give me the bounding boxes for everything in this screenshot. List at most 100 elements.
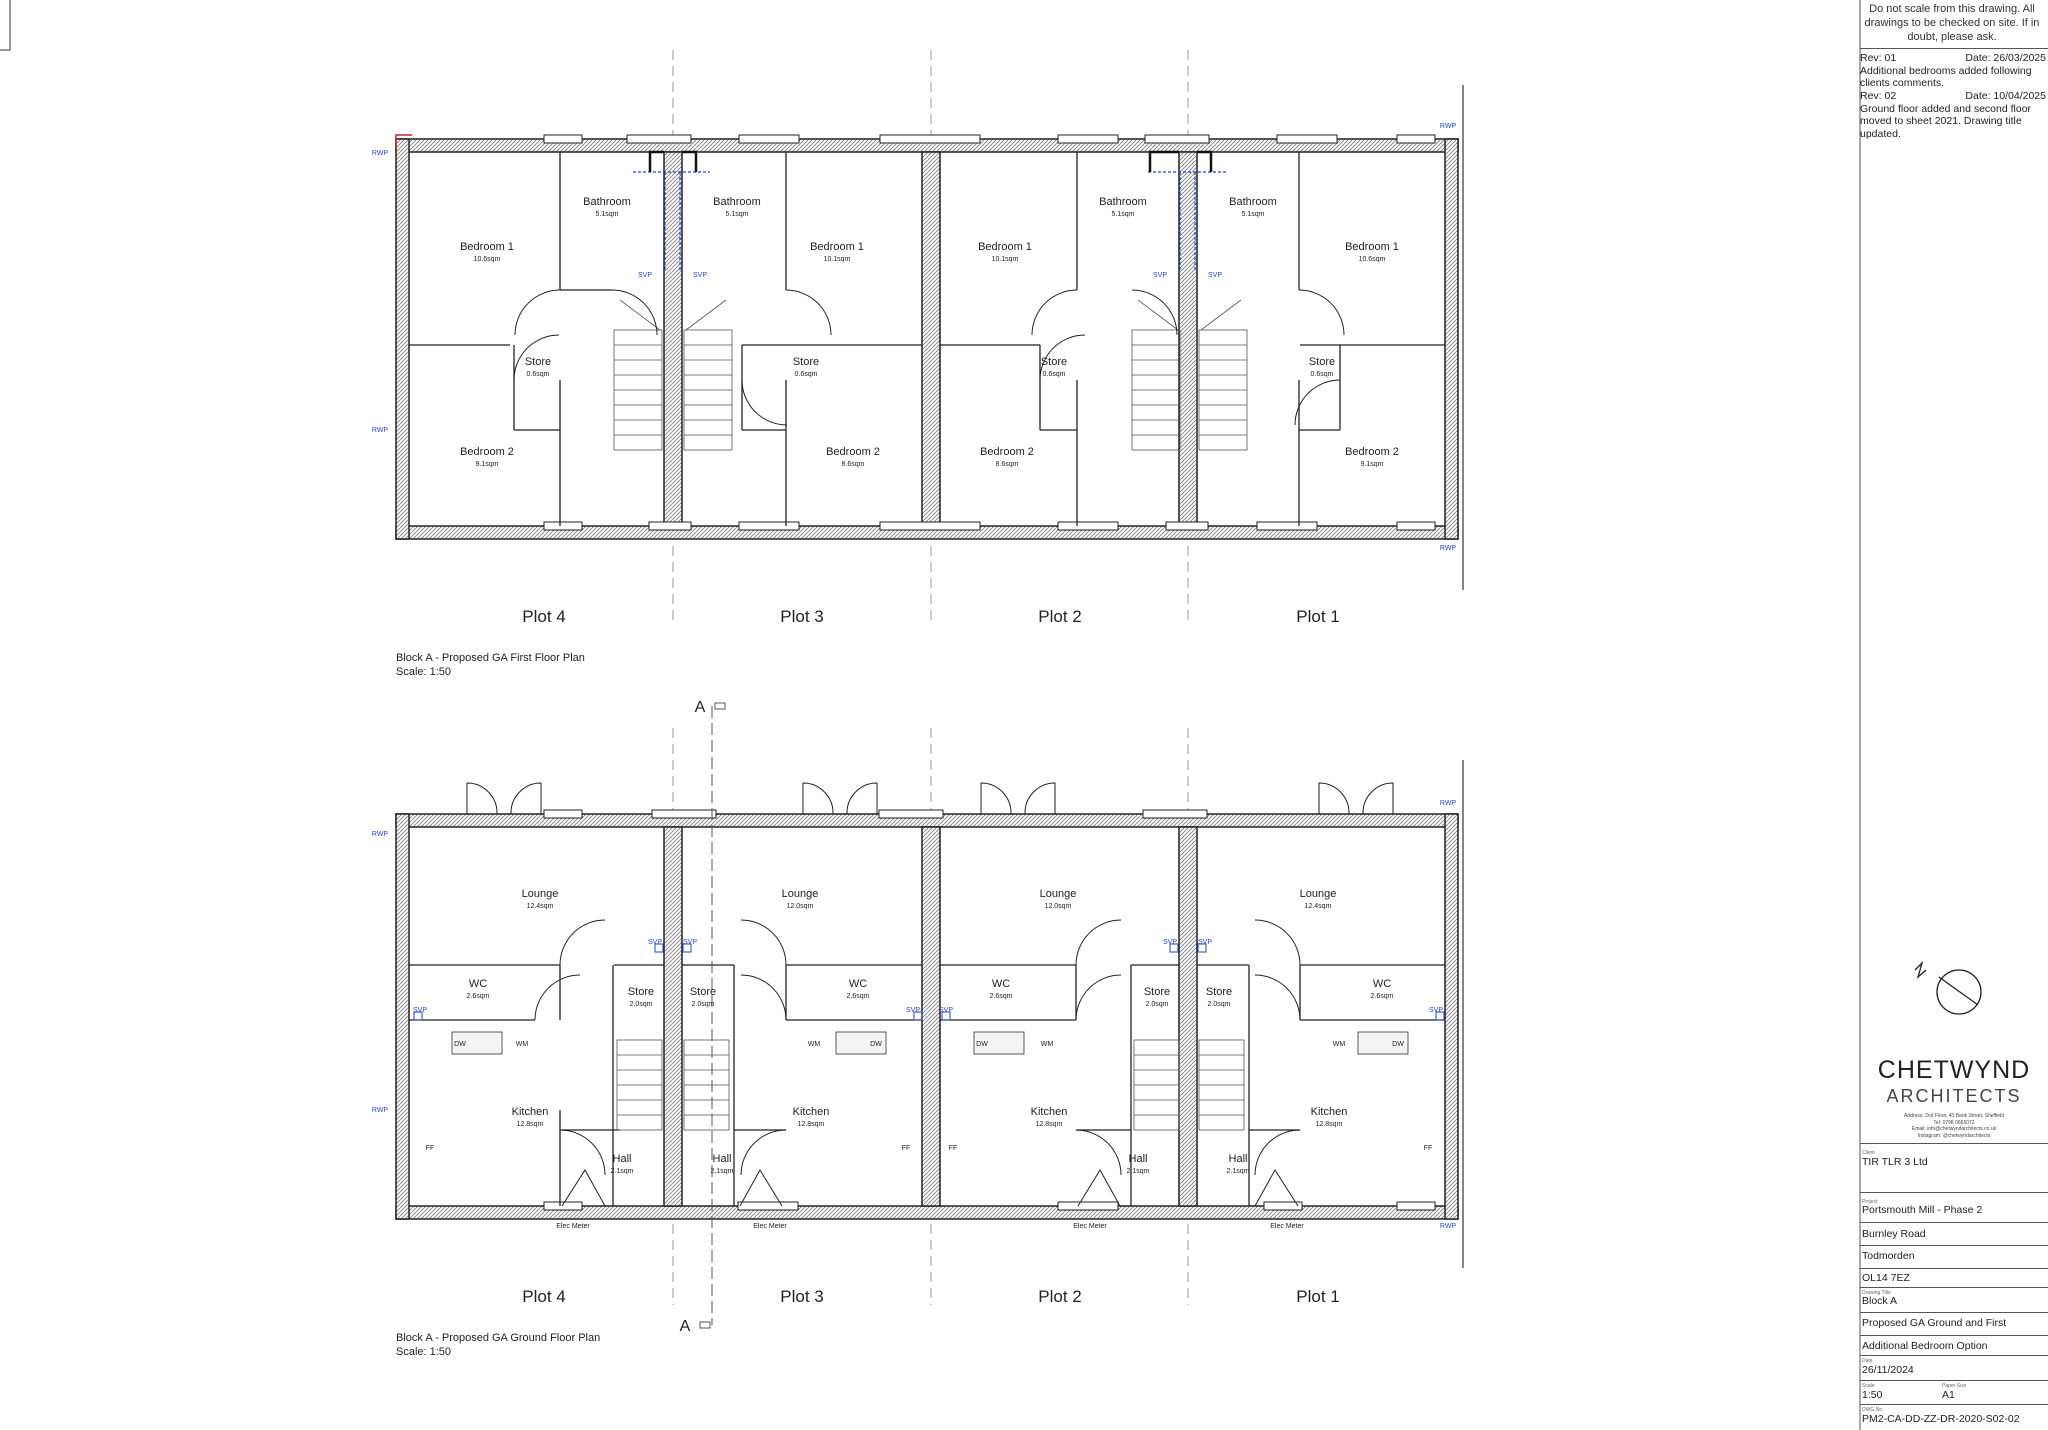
project-line-4: OL14 7EZ [1862, 1272, 1910, 1284]
room-name: Store [690, 986, 716, 998]
room-name: Kitchen [793, 1106, 830, 1118]
rwp-marker: RWP [1440, 800, 1457, 807]
room-name: Hall [613, 1153, 632, 1165]
fridge-freezer-marker: FF [949, 1145, 958, 1152]
room-area: 12.0sqm [787, 903, 814, 910]
svp-marker: SVP [693, 272, 707, 279]
drawing-title-label: Drawing Title [1862, 1290, 1891, 1296]
washing-machine-marker: WM [808, 1041, 821, 1048]
revision-description: Additional bedrooms added following clie… [1860, 64, 2032, 90]
dwg-number-label: DWG No. [1862, 1407, 1884, 1413]
room-area: 0.6sqm [527, 371, 550, 378]
washing-machine-marker: WM [1041, 1041, 1054, 1048]
divider [1860, 1287, 2048, 1288]
room-area: 2.0sqm [692, 1001, 715, 1008]
room-name: Store [525, 356, 551, 368]
paper-size-value: A1 [1942, 1389, 1955, 1401]
ground-floor-walls [395, 813, 1459, 1220]
room-name: Bathroom [713, 196, 761, 208]
rwp-marker: RWP [1440, 545, 1457, 552]
divider [1860, 1192, 2048, 1193]
room-name: Store [628, 986, 654, 998]
fridge-freezer-marker: FF [1424, 1145, 1433, 1152]
scale-label: Scale [1862, 1383, 1875, 1389]
room-area: 2.1sqm [611, 1168, 634, 1175]
svp-marker: SVP [1163, 939, 1177, 946]
elec-meter-marker: Elec Meter [753, 1223, 787, 1230]
room-name: Lounge [782, 888, 819, 900]
plan-title: Block A - Proposed GA Ground Floor Plan [396, 1332, 600, 1344]
divider [1860, 1404, 2048, 1405]
drawing-title-line-2: Proposed GA Ground and First [1862, 1317, 2007, 1329]
plot-label: Plot 2 [1038, 1287, 1081, 1306]
first-floor-plan [395, 85, 1464, 590]
first-floor-doors [513, 289, 1345, 426]
room-name: WC [849, 978, 867, 990]
scale-value: 1:50 [1862, 1389, 1883, 1401]
elec-meter-marker: Elec Meter [556, 1223, 590, 1230]
project-line-2: Burnley Road [1862, 1228, 1926, 1240]
section-marker-a: A [680, 1318, 691, 1335]
room-name: Bedroom 2 [1345, 446, 1399, 458]
revision-description: Ground floor added and second floor move… [1860, 102, 2032, 140]
room-name: Hall [1229, 1153, 1248, 1165]
room-name: Bathroom [1229, 196, 1277, 208]
fridge-freezer-marker: FF [902, 1145, 911, 1152]
plot-label: Plot 1 [1296, 1287, 1339, 1306]
plan-scale: Scale: 1:50 [396, 666, 451, 678]
room-name: Bedroom 2 [460, 446, 514, 458]
room-name: WC [992, 978, 1010, 990]
svp-marker: SVP [939, 1007, 953, 1014]
north-arrow-icon [1914, 960, 1982, 1015]
washing-machine-marker: WM [1333, 1041, 1346, 1048]
revision-date: Date: 26/03/2025 [1965, 52, 2046, 64]
dishwasher-marker: DW [870, 1041, 882, 1048]
rwp-marker: RWP [1440, 1223, 1457, 1230]
room-name: Store [1206, 986, 1232, 998]
sheet-border [0, 0, 11, 51]
divider [1860, 1335, 2048, 1336]
room-area: 5.1sqm [726, 211, 749, 218]
room-area: 10.6sqm [474, 256, 501, 263]
room-area: 2.0sqm [1146, 1001, 1169, 1008]
svp-marker: SVP [906, 1007, 920, 1014]
plot-label: Plot 2 [1038, 607, 1081, 626]
room-name: Lounge [1040, 888, 1077, 900]
room-area: 8.6sqm [996, 461, 1019, 468]
project-line-3: Todmorden [1862, 1250, 1915, 1262]
company-name: CHETWYND [1877, 1056, 2031, 1084]
divider [1860, 1312, 2048, 1313]
washing-machine-marker: WM [516, 1041, 529, 1048]
room-area: 2.1sqm [1127, 1168, 1150, 1175]
room-name: Bedroom 2 [826, 446, 880, 458]
room-area: 12.8sqm [798, 1121, 825, 1128]
room-name: Bathroom [583, 196, 631, 208]
room-area: 12.8sqm [517, 1121, 544, 1128]
divider [1860, 1222, 2048, 1223]
drawing-title-line-3: Additional Bedroom Option [1862, 1340, 1988, 1352]
svp-marker: SVP [683, 939, 697, 946]
red-marker [395, 134, 412, 148]
room-area: 2.6sqm [1371, 993, 1394, 1000]
ground-floor-stairs [616, 1039, 1245, 1131]
room-area: 0.6sqm [1043, 371, 1066, 378]
room-name: WC [1373, 978, 1391, 990]
divider [1860, 48, 2048, 49]
date-value: 26/11/2024 [1862, 1364, 1914, 1376]
room-area: 8.6sqm [842, 461, 865, 468]
room-area: 2.6sqm [467, 993, 490, 1000]
ground-floor-doors [534, 919, 1301, 1207]
ground-floor-windows [543, 809, 1436, 1211]
room-name: Store [1041, 356, 1067, 368]
room-area: 12.4sqm [527, 903, 554, 910]
room-area: 9.1sqm [1361, 461, 1384, 468]
dishwasher-marker: DW [976, 1041, 988, 1048]
room-name: Bedroom 1 [1345, 241, 1399, 253]
project-line-1: Portsmouth Mill - Phase 2 [1862, 1204, 1983, 1216]
divider [1860, 1268, 2048, 1269]
svp-marker: SVP [413, 1007, 427, 1014]
room-area: 0.6sqm [795, 371, 818, 378]
client-label: Client [1862, 1150, 1875, 1156]
svp-marker: SVP [1198, 939, 1212, 946]
